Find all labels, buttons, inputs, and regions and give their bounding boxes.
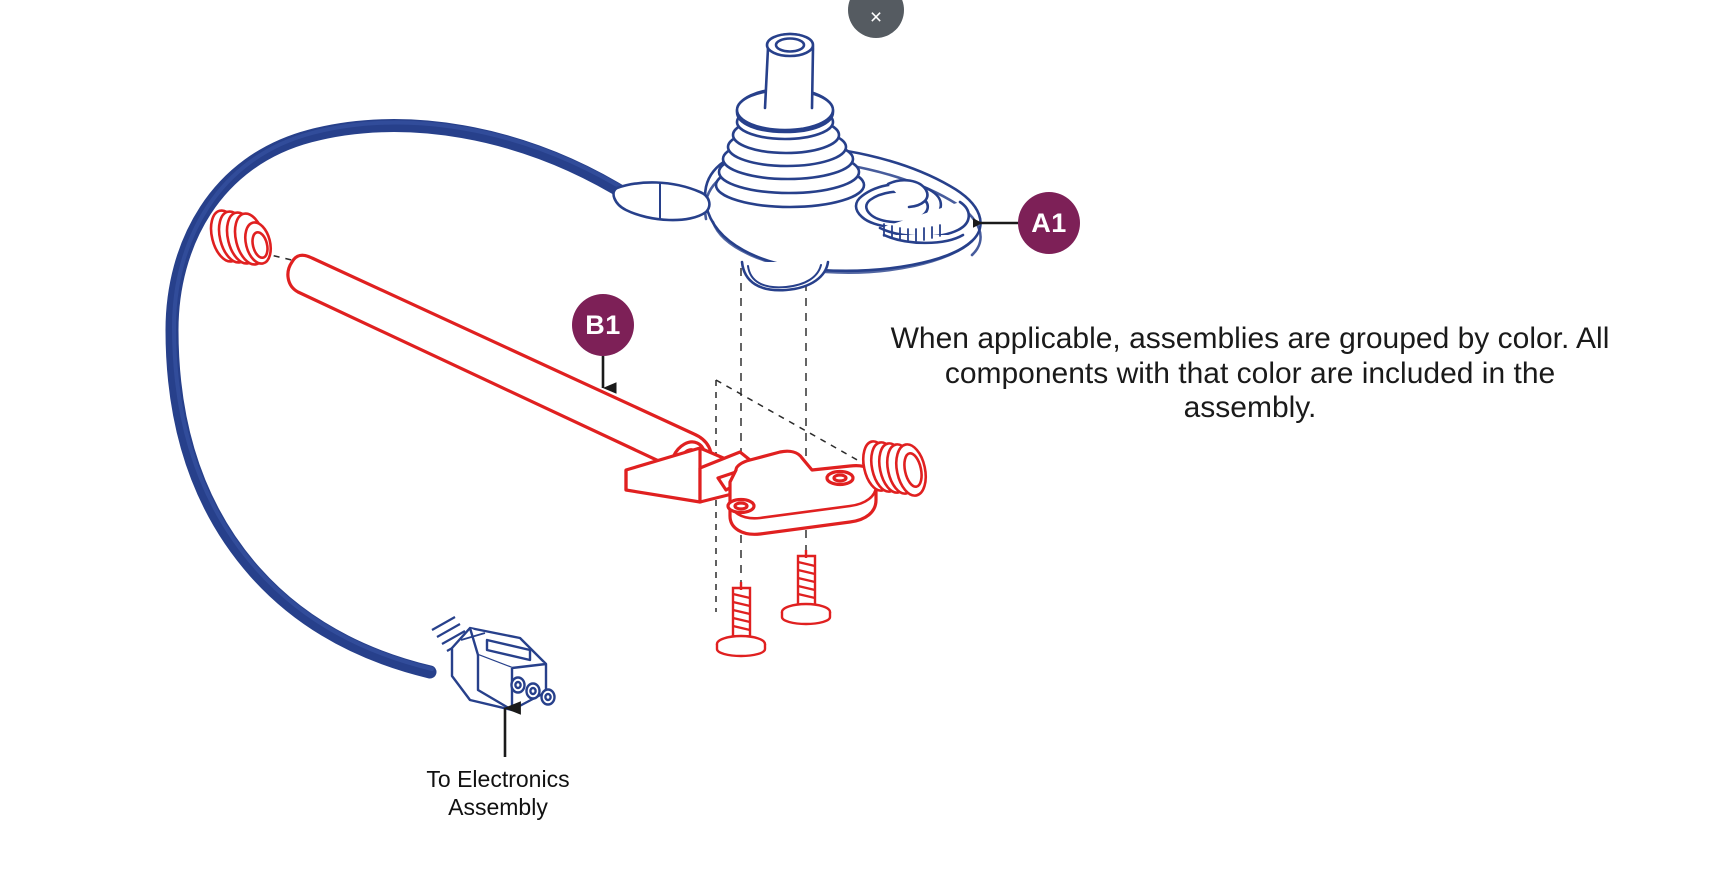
callout-badge-a1[interactable]: A1 [1018, 192, 1080, 254]
assembly-dashed-lines [740, 268, 807, 590]
tube-end-cap-left [209, 209, 273, 266]
color-grouping-note: When applicable, assemblies are grouped … [880, 322, 1620, 426]
note-line-2: by color. All components with that color [944, 322, 1610, 390]
joystick-controller [612, 32, 982, 292]
mounting-tube [286, 253, 713, 486]
callout-badge-b1-label: B1 [585, 309, 621, 340]
connector-pins [510, 676, 556, 706]
cable-destination-label: To Electronics Assembly [388, 765, 608, 821]
tube-end-cap-right [861, 440, 928, 497]
joystick-cable [165, 119, 637, 679]
close-icon: × [869, 5, 883, 29]
close-button[interactable]: × [848, 0, 904, 38]
cable-destination-line-1: To Electronics [426, 766, 570, 792]
note-line-3: are included in the assembly. [1183, 356, 1556, 425]
callout-badge-a1-label: A1 [1031, 207, 1067, 238]
cable-connector-plug [450, 626, 556, 712]
mounting-bracket [624, 446, 878, 536]
mounting-screw-left [715, 582, 767, 658]
mounting-screw-right [780, 550, 832, 626]
cable-destination-line-2: Assembly [448, 794, 548, 821]
note-line-1: When applicable, assemblies are grouped [890, 322, 1450, 355]
callout-badge-b1[interactable]: B1 [572, 294, 634, 356]
control-pad-ridges [883, 223, 941, 242]
cable-strain-relief [431, 616, 475, 659]
joystick-control-pad [854, 178, 971, 245]
